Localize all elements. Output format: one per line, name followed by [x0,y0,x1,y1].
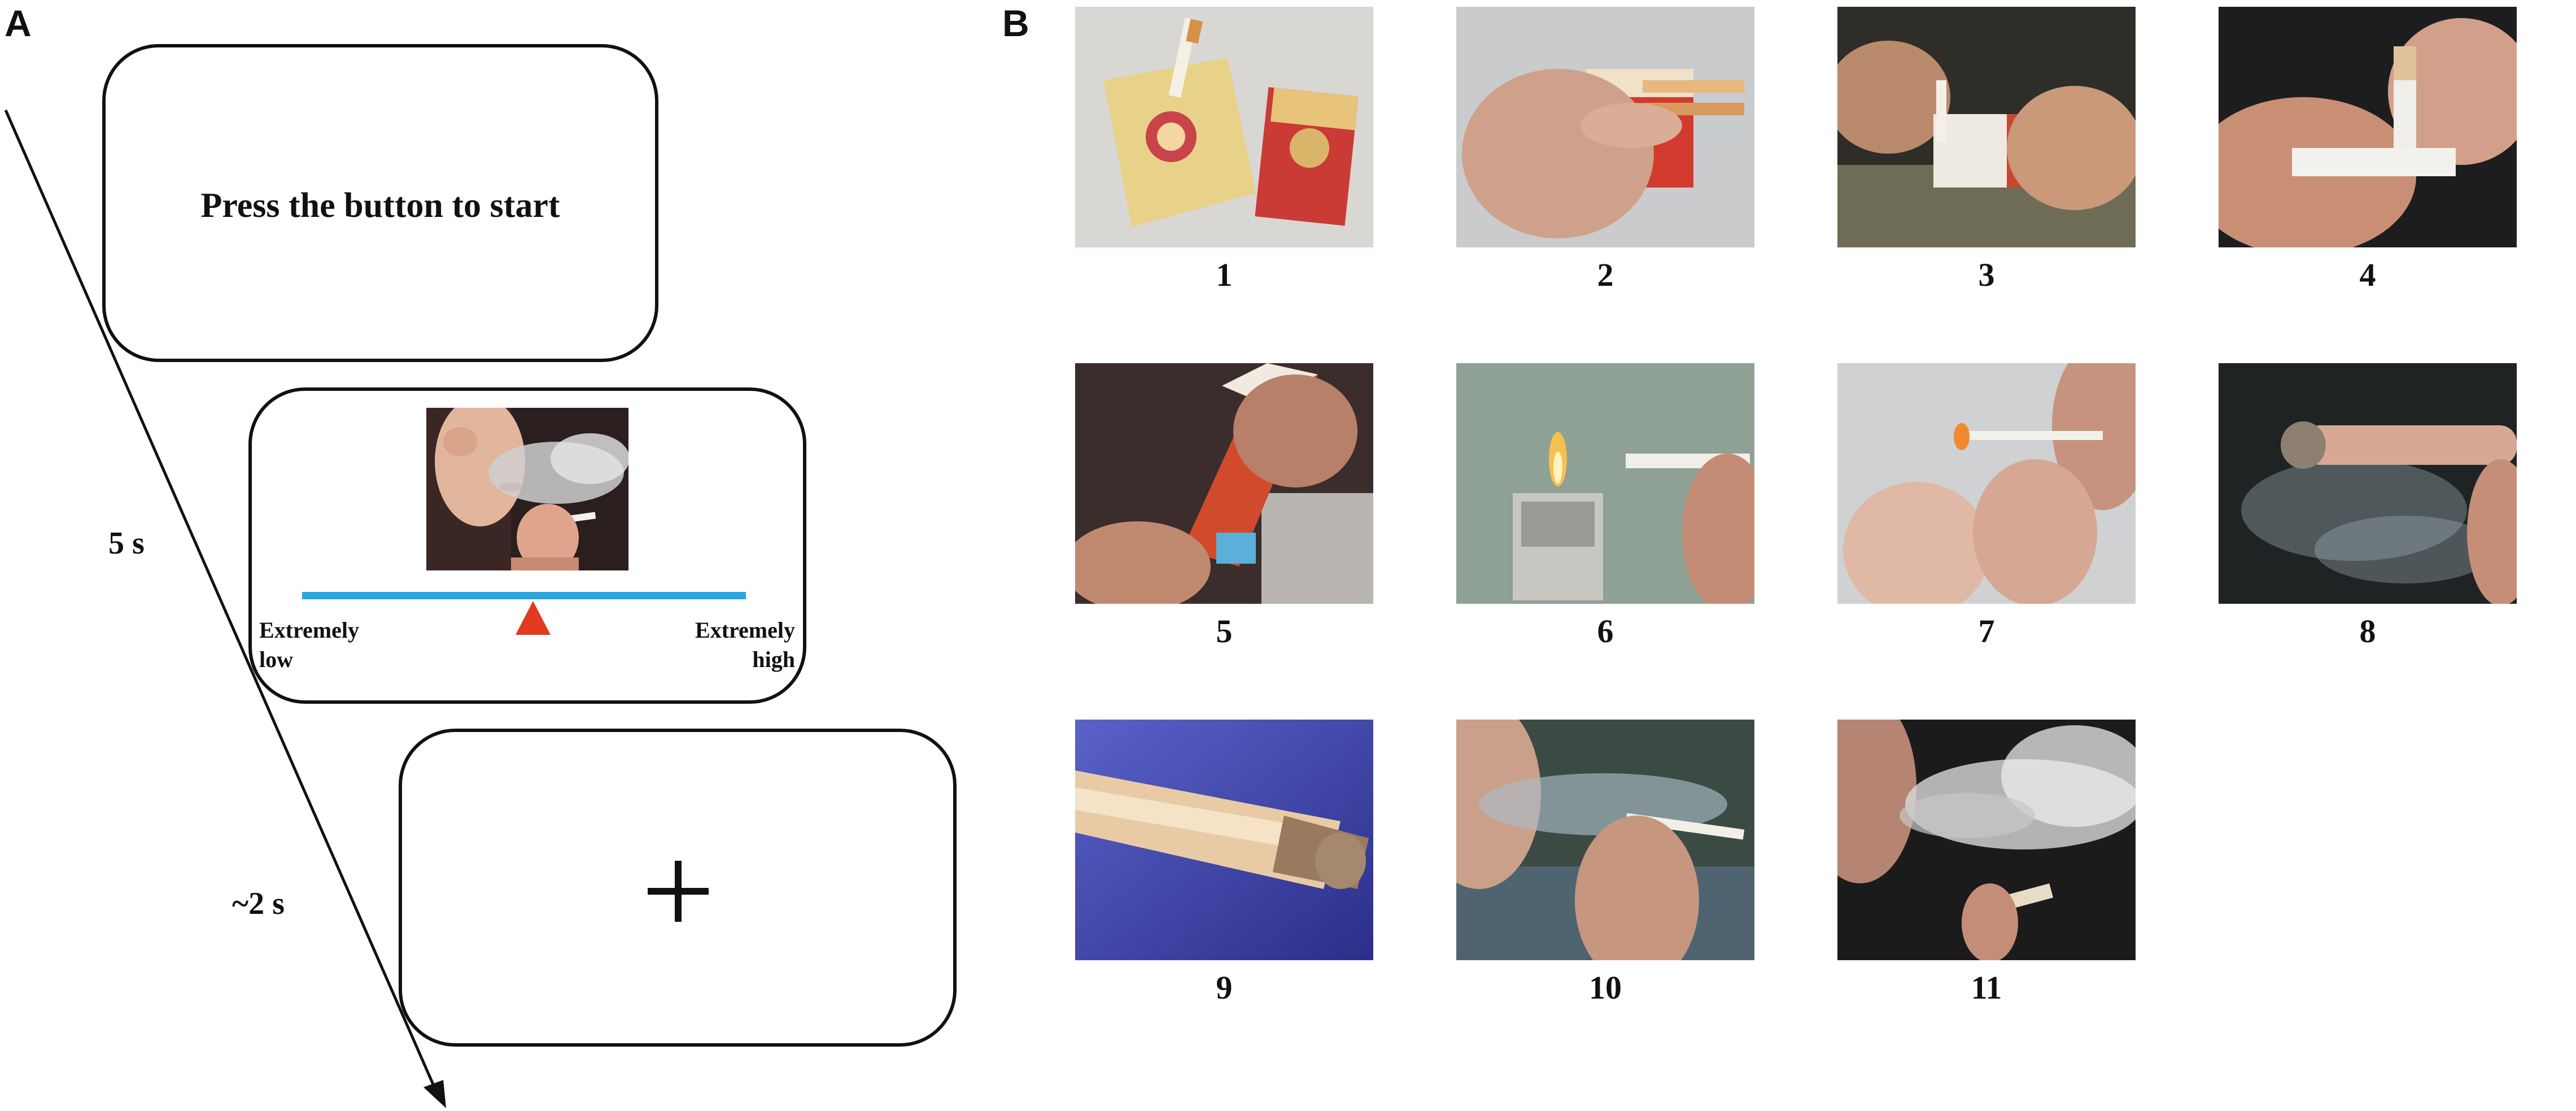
scale-high-label: Extremely high [695,616,795,674]
stimulus-image-10: 10 [1456,720,1754,1006]
hands-pulling-cigarette-icon [1837,7,2136,247]
hands-with-pack-icon [1075,363,1373,604]
scale-low-label-line: Extremely [259,617,359,643]
panel-b-letter: B [1002,2,1029,44]
stimulus-image-4: 4 [2219,7,2517,293]
stimulus-label: 10 [1589,969,1622,1006]
stimulus-image-9: 9 [1075,720,1373,1006]
stimulus-image-7: 7 [1837,363,2136,650]
stimulus-label: 8 [2359,613,2376,650]
rating-screen: Extremely low Extremely high [248,387,806,704]
stimulus-label: 2 [1597,256,1614,293]
rating-duration-label: 5 s [108,526,145,561]
fixation-screen [399,729,957,1047]
stimulus-image-1: 1 [1075,7,1373,293]
stimulus-label: 9 [1216,969,1233,1006]
rating-marker [515,601,551,635]
cigarette-packs-icon [1075,7,1373,247]
stimulus-image-8: 8 [2219,363,2517,650]
stimulus-label: 6 [1597,613,1614,650]
cigarette-closeup-icon [1075,720,1373,960]
start-screen: Press the button to start [102,44,658,362]
timeline-arrow [4,109,446,1108]
scale-high-label-line: Extremely [695,617,795,643]
smoke-cloud-icon [1837,720,2136,960]
man-exhaling-smoke-icon [1456,720,1754,960]
stimulus-label: 3 [1978,256,1995,293]
panel-a-letter: A [5,2,32,44]
hand-opening-pack-icon [1456,7,1754,247]
stimulus-image-11: 11 [1837,720,2136,1006]
scale-high-label-line: high [752,647,795,672]
stimulus-image-5: 5 [1075,363,1373,650]
scale-low-label-line: low [259,647,293,672]
stimulus-image-3: 3 [1837,7,2136,293]
start-instruction: Press the button to start [200,186,560,225]
smoking-stimulus-photo [426,408,628,570]
rating-scale-bar [302,592,746,599]
scale-low-label: Extremely low [259,616,359,674]
stimulus-label: 5 [1216,613,1233,650]
stimulus-image-6: 6 [1456,363,1754,650]
fingers-holding-cigarette-icon [2219,7,2517,247]
timeline-arrowhead [423,1080,446,1108]
plus-icon [648,861,709,922]
stimulus-label: 7 [1978,613,1995,650]
stimulus-label: 4 [2359,256,2376,293]
timeline-line [4,109,439,1096]
stimulus-label: 11 [1971,969,2002,1006]
lighting-cigarette-icon [1837,363,2136,604]
fixation-duration-label: ~2 s [232,886,285,921]
lighter-flame-icon [1456,363,1754,604]
stimulus-image-2: 2 [1456,7,1754,293]
burning-cigarette-smoke-icon [2219,363,2517,604]
stimulus-label: 1 [1216,256,1233,293]
